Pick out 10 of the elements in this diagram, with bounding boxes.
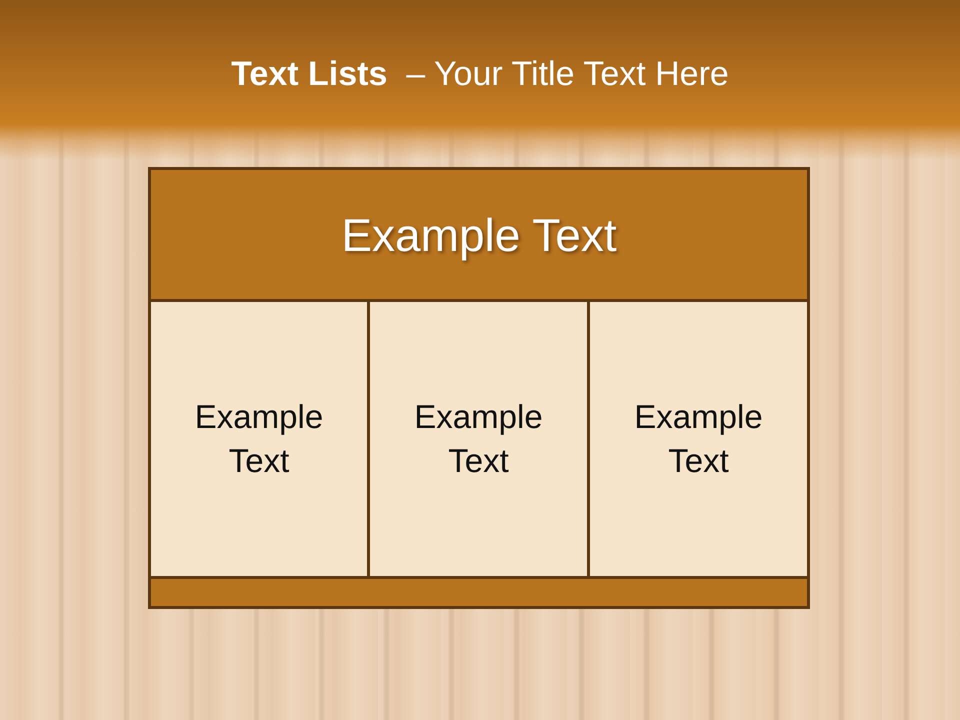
header-box [148,167,810,302]
cell-text: Example Text [194,397,324,481]
text-cell-box [367,299,590,579]
text-cell-box [148,299,370,579]
cell-text: Example Text [633,397,764,481]
slide-title: Text Lists – Your Title Text Here [231,54,729,95]
footer-bar [148,576,810,609]
header-text: Example Text [341,208,617,262]
text-cell-box [587,299,810,579]
cell-text: Example Text [413,397,544,481]
